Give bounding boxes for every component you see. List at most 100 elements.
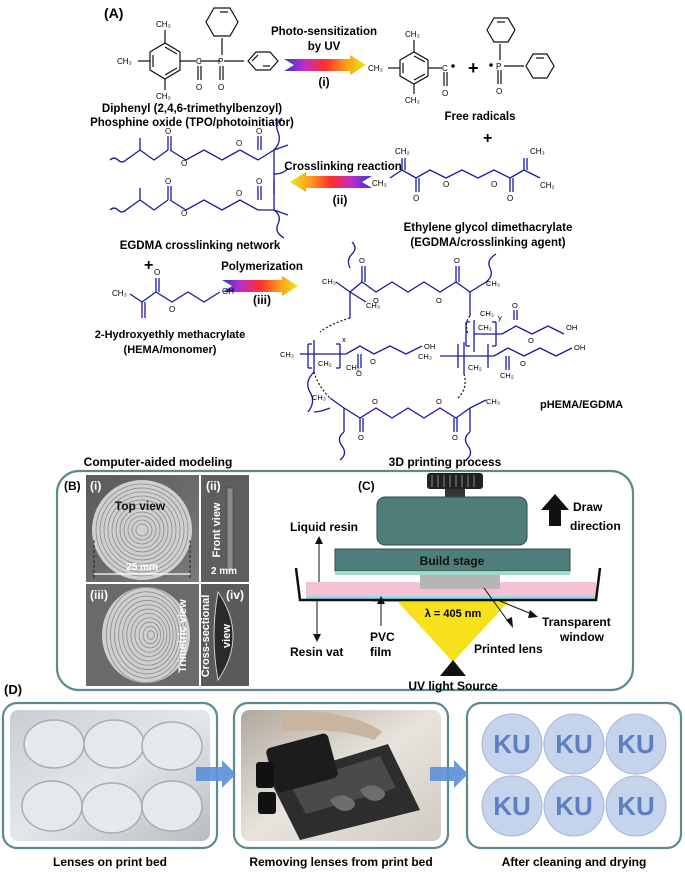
- lens-ring: [131, 519, 153, 541]
- lens-on-plate: [360, 785, 385, 801]
- atom-o: O: [169, 305, 175, 314]
- dried-lenses: [481, 713, 667, 837]
- transparent-label-2: window: [559, 630, 605, 644]
- tpo-molecule: [138, 7, 279, 90]
- atom-o: O: [372, 397, 378, 406]
- tpo-labels: CH₃ CH₃ CH₃ C P O O: [117, 20, 224, 101]
- atom-x: x: [342, 335, 346, 344]
- print-bed-sheen: [290, 756, 396, 814]
- atom-o: O: [436, 397, 442, 406]
- lens-ring: [130, 613, 168, 658]
- stage-block: [376, 496, 528, 546]
- window-pointer: [499, 600, 535, 616]
- step1-roman: (i): [318, 75, 329, 89]
- free-radicals-label: Free radicals: [445, 111, 516, 123]
- step1-label-line1: Photo-sensitization: [271, 26, 377, 38]
- atom-o: O: [181, 209, 187, 218]
- panel-a: (A) CH₃ CH₃ CH₃: [90, 5, 623, 461]
- flow-arrow-1: [196, 760, 236, 788]
- lens-ring: [126, 608, 171, 662]
- panel-c-title: 3D printing process: [389, 455, 502, 469]
- atom-ch2: CH₂: [478, 323, 492, 332]
- lens-ring: [114, 595, 180, 675]
- radical-benzoyl: [388, 40, 448, 94]
- tpo-name-line2: Phosphine oxide (TPO/photoinitiator): [90, 117, 294, 129]
- atom-o: O: [359, 256, 365, 265]
- stage-neck: [445, 489, 465, 497]
- phema-dotted-links: [313, 315, 471, 399]
- front-view-image: [201, 475, 249, 582]
- lens-ring: [127, 515, 157, 545]
- atom-ch2: CH₂: [468, 363, 482, 372]
- phema-egdma-network: [300, 241, 573, 461]
- lens-ring: [118, 600, 177, 670]
- lens-ring: [115, 503, 169, 557]
- lens-ring: [146, 630, 155, 640]
- lens-text: KU: [493, 791, 531, 821]
- atom-oh: OH: [222, 287, 234, 296]
- egdma-label-line2: (EGDMA/crosslinking agent): [410, 237, 565, 249]
- front-view-label: Front view: [211, 502, 223, 557]
- atom-ch3: CH₃: [280, 350, 294, 359]
- plus-sign: +: [144, 257, 153, 274]
- panel-b-label: (B): [64, 479, 81, 493]
- step3-label: Polymerization: [221, 261, 303, 273]
- draw-direction-arrow: [541, 494, 569, 526]
- hema-label-line1: 2-Hydroxyethly methacrylate: [95, 329, 245, 341]
- step2-label: Crosslinking reaction: [284, 161, 402, 173]
- panel-b-title: Computer-aided modeling: [84, 455, 233, 469]
- atom-oh: OH: [566, 323, 577, 332]
- egdma-network-label: EGDMA crosslinking network: [120, 240, 281, 252]
- flow-arrow-2: [430, 760, 468, 788]
- atom-o: O: [256, 177, 262, 186]
- atom-o: O: [512, 301, 518, 310]
- lens-ring: [119, 507, 165, 553]
- lens-text: KU: [493, 729, 531, 759]
- egdma-molecule: [389, 158, 541, 192]
- egdma-label-line1: Ethylene glycol dimethacrylate: [404, 222, 573, 234]
- lens-ring: [95, 483, 189, 577]
- lens-ring: [111, 499, 173, 561]
- build-stage-bottom: [335, 571, 570, 575]
- panel-a-label: (A): [104, 5, 123, 21]
- trimetric-view-label: Trimetric view: [177, 599, 189, 673]
- hema-molecule: [129, 278, 221, 318]
- atom-ch3: CH₃: [405, 96, 420, 105]
- product-label: pHEMA/EGDMA: [540, 399, 623, 411]
- atom-o: O: [373, 296, 379, 305]
- atom-c: C: [196, 57, 202, 66]
- resin-vat-label: Resin vat: [290, 645, 343, 659]
- atom-o: O: [165, 177, 171, 186]
- uv-source-label: UV light Source: [408, 679, 498, 693]
- dim-2-label: 2 mm: [211, 566, 237, 577]
- atom-ch2: CH₂: [500, 371, 514, 380]
- transparent-label-1: Transparent: [542, 615, 611, 629]
- atom-ch3: CH₃: [530, 147, 545, 156]
- sub-ii: (ii): [206, 479, 221, 493]
- atom-o: O: [218, 83, 224, 92]
- atom-c: C: [442, 64, 448, 73]
- sub-i: (i): [90, 479, 101, 493]
- printed-lens-shape: [420, 575, 500, 589]
- lens-ring: [135, 523, 149, 537]
- caption-2: Removing lenses from print bed: [249, 855, 432, 869]
- lens-ring: [142, 625, 158, 645]
- atom-p: P: [496, 62, 501, 71]
- uv-source: [440, 660, 466, 676]
- cross-view-label-2: view: [221, 624, 233, 648]
- wavelength-label: λ = 405 nm: [425, 608, 482, 620]
- atom-o: O: [256, 127, 262, 136]
- atom-o: O: [181, 159, 187, 168]
- printed-lens-pointer: [483, 587, 511, 625]
- atom-ch3: CH₃: [117, 57, 132, 66]
- atom-o: O: [236, 139, 242, 148]
- atom-ch3: CH₃: [372, 179, 387, 188]
- build-stage-label: Build stage: [420, 554, 485, 568]
- atom-oh: OH: [574, 343, 585, 352]
- radical-dot: [489, 63, 493, 67]
- pvc-label-1: PVC: [370, 630, 395, 644]
- caption-1: Lenses on print bed: [53, 855, 167, 869]
- stage-knob: [427, 473, 483, 489]
- lens-text: KU: [617, 729, 655, 759]
